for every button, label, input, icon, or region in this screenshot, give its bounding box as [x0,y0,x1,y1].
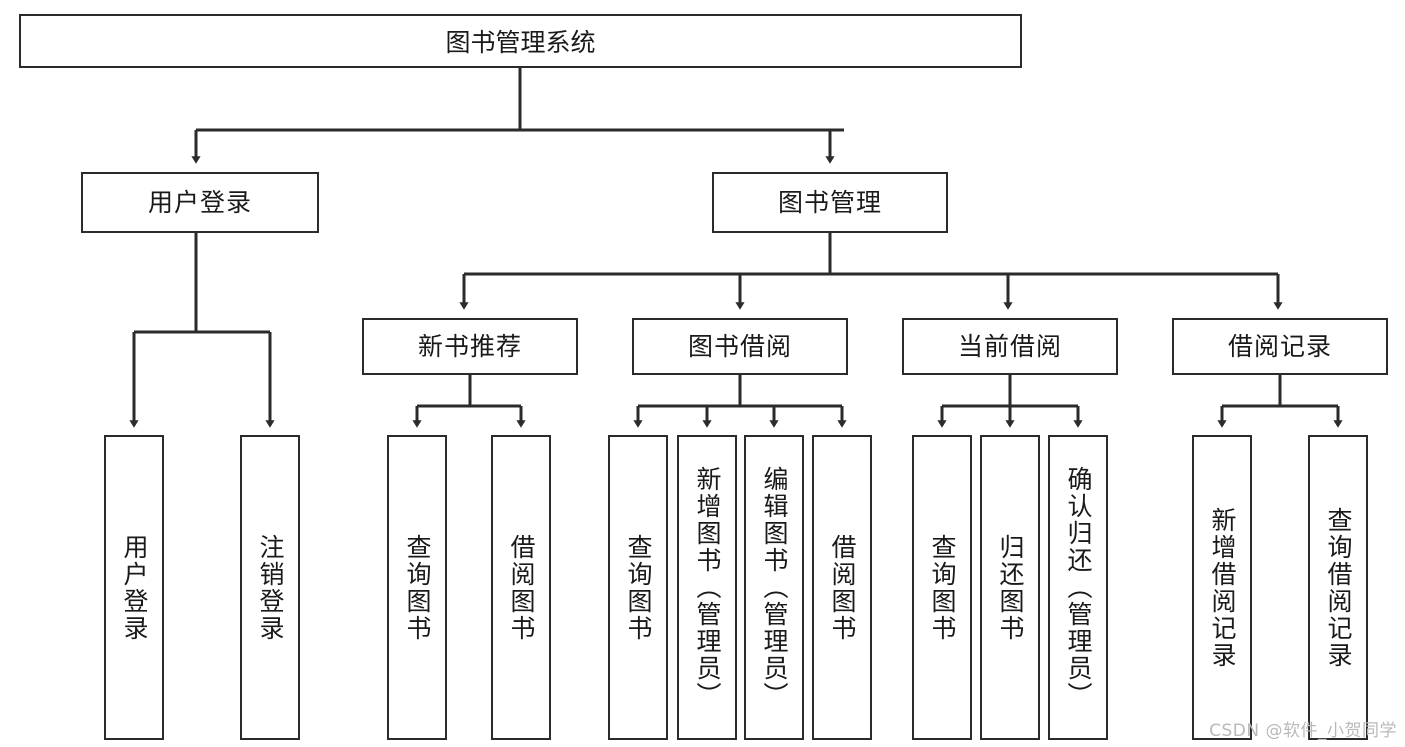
leaf-book-borrow-borrow[interactable]: 借阅图书 [812,435,872,740]
leaf-label: 归还图书 [996,533,1025,642]
leaf-label: 确认归还（管理员） [1064,466,1093,709]
node-label: 当前借阅 [957,331,1062,361]
leaf-label: 注销登录 [256,533,285,642]
node-user-login[interactable]: 用户登录 [81,172,319,233]
node-label: 图书管理 [777,187,882,217]
csdn-watermark: CSDN @软件_小贺同学 [1209,721,1397,741]
node-new-book-recommend[interactable]: 新书推荐 [362,318,578,375]
leaf-current-borrow-query[interactable]: 查询图书 [912,435,972,740]
leaf-label: 查询图书 [624,533,653,642]
node-current-borrow[interactable]: 当前借阅 [902,318,1118,375]
leaf-label: 查询图书 [403,533,432,642]
leaf-user-login-login[interactable]: 用户登录 [104,435,164,740]
node-label: 图书管理系统 [445,28,596,57]
node-root-system[interactable]: 图书管理系统 [19,14,1022,68]
node-book-management[interactable]: 图书管理 [712,172,948,233]
leaf-label: 查询图书 [928,533,957,642]
leaf-borrow-record-add[interactable]: 新增借阅记录 [1192,435,1252,740]
node-label: 图书借阅 [687,331,792,361]
leaf-borrow-record-query[interactable]: 查询借阅记录 [1308,435,1368,740]
leaf-current-borrow-confirm[interactable]: 确认归还（管理员） [1048,435,1108,740]
node-label: 新书推荐 [417,331,522,361]
leaf-label: 借阅图书 [507,533,536,642]
leaf-book-borrow-query[interactable]: 查询图书 [608,435,668,740]
node-book-borrow[interactable]: 图书借阅 [632,318,848,375]
leaf-label: 借阅图书 [828,533,857,642]
leaf-book-borrow-add[interactable]: 新增图书（管理员） [677,435,737,740]
leaf-current-borrow-return[interactable]: 归还图书 [980,435,1040,740]
node-label: 借阅记录 [1227,331,1332,361]
node-label: 用户登录 [147,187,252,217]
leaf-label: 编辑图书（管理员） [760,466,789,709]
leaf-label: 新增借阅记录 [1208,506,1237,669]
leaf-user-login-logout[interactable]: 注销登录 [240,435,300,740]
leaf-new-book-query[interactable]: 查询图书 [387,435,447,740]
leaf-new-book-borrow[interactable]: 借阅图书 [491,435,551,740]
leaf-label: 查询借阅记录 [1324,506,1353,669]
leaf-label: 新增图书（管理员） [693,466,722,709]
leaf-label: 用户登录 [120,533,149,642]
node-borrow-record[interactable]: 借阅记录 [1172,318,1388,375]
leaf-book-borrow-edit[interactable]: 编辑图书（管理员） [744,435,804,740]
